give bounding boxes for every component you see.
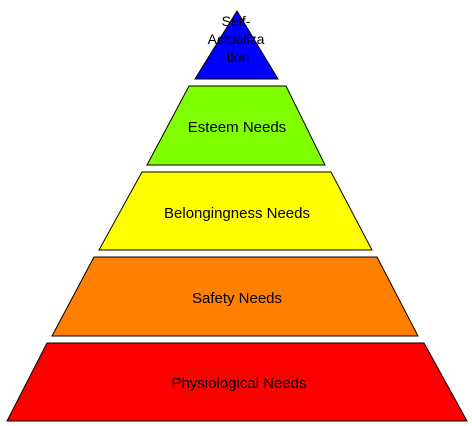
pyramid-shape-physiological [6,342,468,422]
self-actualization-label-line-1: Self- [222,13,251,29]
pyramid-level-physiological: Physiological Needs [6,342,468,422]
physiological-needs-label-line-1: Physiological Needs [171,375,306,392]
safety-needs-label-line-1: Safety Needs [192,290,282,307]
pyramid-level-safety: Safety Needs [51,256,419,337]
pyramid-shape-self-actualization [194,10,279,80]
self-actualization-label: Self- Actualiza tion [208,13,269,65]
self-actualization-label-line-2: Actualiza [208,31,265,47]
belongingness-needs-label-line-1: Belongingness Needs [164,205,310,222]
pyramid-level-esteem: Esteem Needs [146,85,326,166]
pyramid-shape-safety [51,256,419,337]
esteem-needs-label: Esteem Needs [188,119,286,136]
pyramid-level-belongingness: Belongingness Needs [98,171,373,251]
self-actualization-label-line-3: tion [227,49,250,65]
esteem-needs-label-line-1: Esteem Needs [188,119,286,136]
physiological-needs-label: Physiological Needs [171,375,306,392]
pyramid-shape-esteem [146,85,326,166]
pyramid-shape-belongingness [98,171,373,251]
pyramid-level-self-actualization: Self- Actualiza tion [194,10,279,80]
belongingness-needs-label: Belongingness Needs [164,205,310,222]
safety-needs-label: Safety Needs [192,290,282,307]
